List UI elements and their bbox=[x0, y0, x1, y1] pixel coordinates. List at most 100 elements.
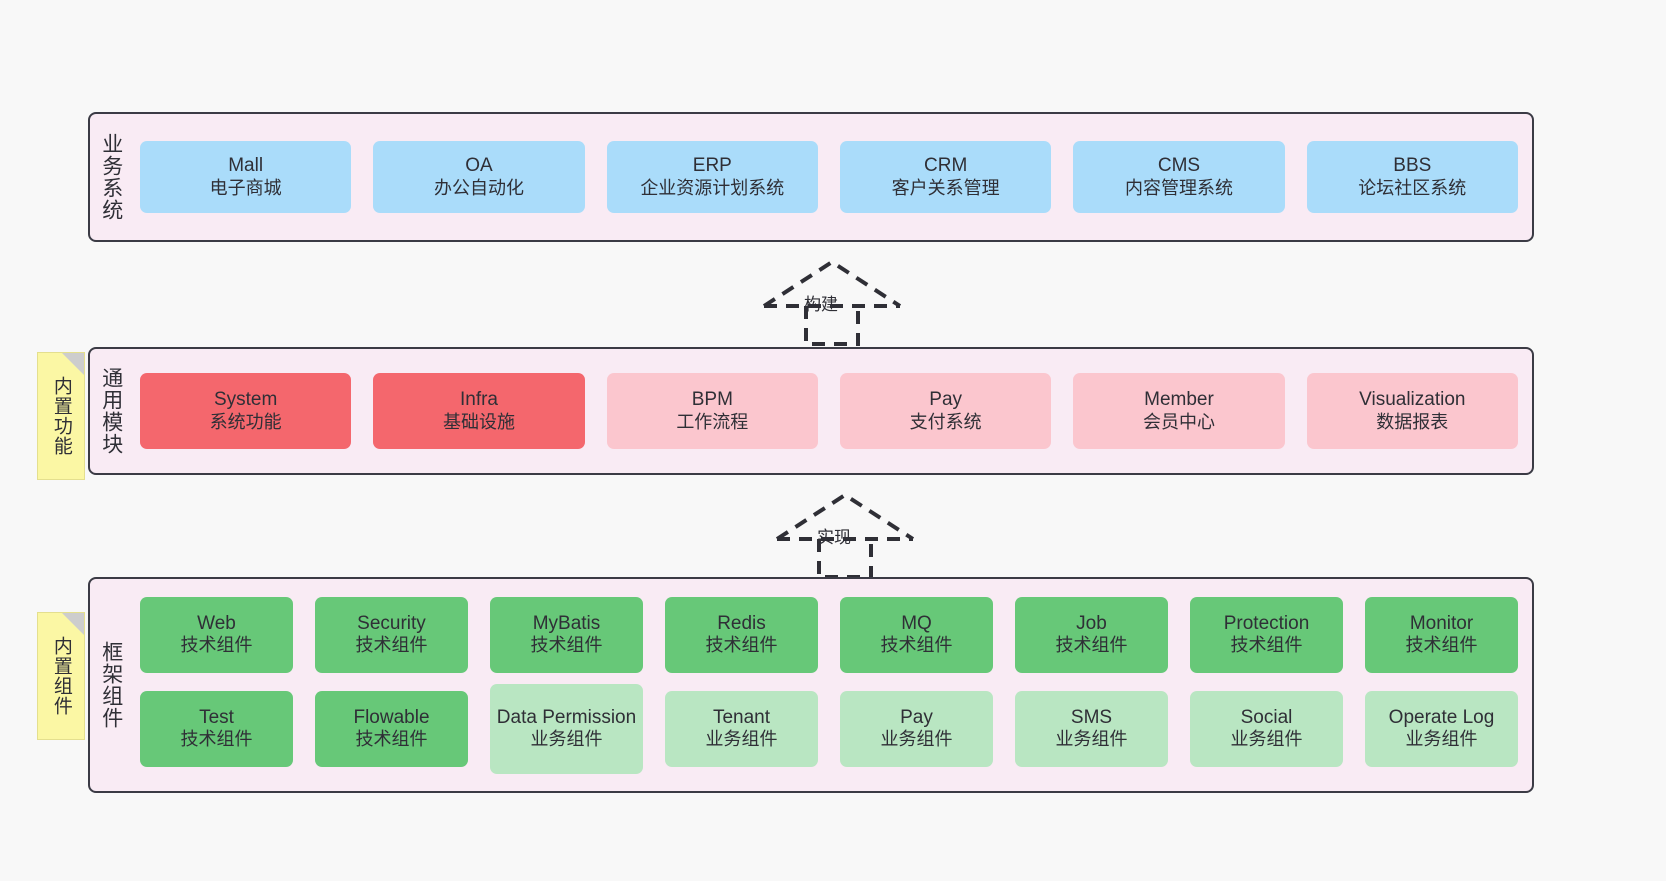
node-bbs[interactable]: BBS 论坛社区系统 bbox=[1306, 141, 1518, 213]
node-title: Monitor bbox=[1409, 612, 1474, 634]
node-subtitle: 工作流程 bbox=[676, 411, 749, 432]
node-title: Pay bbox=[929, 389, 963, 411]
node-sms[interactable]: SMS 业务组件 bbox=[1015, 690, 1168, 767]
node-test[interactable]: Test 技术组件 bbox=[140, 690, 293, 767]
node-title: Social bbox=[1240, 706, 1293, 728]
node-member[interactable]: Member 会员中心 bbox=[1073, 373, 1285, 449]
node-crm[interactable]: CRM 客户关系管理 bbox=[839, 141, 1052, 213]
node-subtitle: 论坛社区系统 bbox=[1358, 177, 1467, 198]
node-tenant[interactable]: Tenant 业务组件 bbox=[665, 690, 818, 767]
node-title: Redis bbox=[717, 612, 766, 634]
node-title: Pay bbox=[900, 706, 933, 728]
node-subtitle: 企业资源计划系统 bbox=[640, 177, 785, 198]
node-subtitle: 技术组件 bbox=[530, 635, 603, 656]
node-subtitle: 内容管理系统 bbox=[1124, 177, 1233, 198]
node-title: BPM bbox=[691, 389, 733, 411]
node-title: Web bbox=[197, 612, 236, 634]
node-subtitle: 技术组件 bbox=[180, 635, 253, 656]
node-mq[interactable]: MQ 技术组件 bbox=[840, 596, 993, 673]
generalization-arrow-icon bbox=[762, 259, 902, 346]
connector-build: 构建 bbox=[758, 258, 906, 346]
sticky-note-text: 内置组件 bbox=[50, 636, 72, 716]
node-subtitle: 业务组件 bbox=[1055, 729, 1128, 750]
row: Test 技术组件 Flowable 技术组件 Data Permission … bbox=[140, 683, 1518, 774]
node-infra[interactable]: Infra 基础设施 bbox=[373, 373, 585, 449]
node-system[interactable]: System 系统功能 bbox=[140, 373, 352, 449]
sticky-note-text: 内置功能 bbox=[50, 376, 72, 456]
node-mall[interactable]: Mall 电子商城 bbox=[140, 141, 352, 213]
node-subtitle: 业务组件 bbox=[1230, 729, 1303, 750]
node-data-permission[interactable]: Data Permission 业务组件 bbox=[490, 683, 643, 774]
node-web[interactable]: Web 技术组件 bbox=[140, 596, 293, 673]
connector-label-build: 构建 bbox=[804, 295, 838, 314]
node-social[interactable]: Social 业务组件 bbox=[1190, 690, 1343, 767]
node-subtitle: 电子商城 bbox=[209, 177, 282, 198]
node-subtitle: 技术组件 bbox=[880, 635, 953, 656]
node-title: Job bbox=[1076, 612, 1107, 634]
layer-common-modules: 通用模块 System 系统功能 Infra 基础设施 BPM 工作流程 Pay… bbox=[88, 347, 1534, 475]
node-title: Visualization bbox=[1359, 389, 1466, 411]
node-title: SMS bbox=[1070, 706, 1113, 728]
node-title: MyBatis bbox=[532, 612, 601, 634]
node-title: Operate Log bbox=[1388, 706, 1495, 728]
node-subtitle: 技术组件 bbox=[1405, 635, 1478, 656]
node-protection[interactable]: Protection 技术组件 bbox=[1190, 596, 1343, 673]
node-pay-component[interactable]: Pay 业务组件 bbox=[840, 690, 993, 767]
node-title: OA bbox=[465, 155, 493, 177]
node-subtitle: 技术组件 bbox=[705, 635, 778, 656]
generalization-arrow-icon bbox=[775, 492, 915, 579]
node-oa[interactable]: OA 办公自动化 bbox=[373, 141, 585, 213]
sticky-note-builtin-features: 内置功能 bbox=[37, 352, 85, 480]
node-erp[interactable]: ERP 企业资源计划系统 bbox=[606, 141, 818, 213]
node-security[interactable]: Security 技术组件 bbox=[315, 596, 468, 673]
node-subtitle: 会员中心 bbox=[1142, 411, 1215, 432]
layer-body-common-modules: System 系统功能 Infra 基础设施 BPM 工作流程 Pay 支付系统… bbox=[132, 349, 1532, 473]
node-monitor[interactable]: Monitor 技术组件 bbox=[1365, 596, 1518, 673]
node-subtitle: 业务组件 bbox=[880, 729, 953, 750]
layer-title-business-systems: 业务系统 bbox=[99, 133, 123, 221]
node-subtitle: 客户关系管理 bbox=[891, 177, 1000, 198]
node-title: Protection bbox=[1223, 612, 1310, 634]
node-title: Infra bbox=[459, 389, 498, 411]
node-subtitle: 支付系统 bbox=[909, 411, 982, 432]
node-subtitle: 业务组件 bbox=[1405, 729, 1478, 750]
layer-title-common-modules: 通用模块 bbox=[99, 367, 123, 455]
node-subtitle: 数据报表 bbox=[1376, 411, 1449, 432]
node-job[interactable]: Job 技术组件 bbox=[1015, 596, 1168, 673]
layer-business-systems: 业务系统 Mall 电子商城 OA 办公自动化 ERP 企业资源计划系统 CRM… bbox=[88, 112, 1534, 242]
node-mybatis[interactable]: MyBatis 技术组件 bbox=[490, 596, 643, 673]
node-title: CRM bbox=[924, 155, 968, 177]
node-title: System bbox=[213, 389, 278, 411]
node-visualization[interactable]: Visualization 数据报表 bbox=[1306, 373, 1518, 449]
node-subtitle: 技术组件 bbox=[355, 635, 428, 656]
sticky-note-builtin-components: 内置组件 bbox=[37, 612, 85, 740]
node-title: Data Permission bbox=[496, 706, 637, 728]
node-pay[interactable]: Pay 支付系统 bbox=[839, 373, 1052, 449]
node-redis[interactable]: Redis 技术组件 bbox=[665, 596, 818, 673]
node-title: Test bbox=[199, 706, 234, 728]
connector-implement: 实现 bbox=[771, 491, 919, 579]
node-title: BBS bbox=[1393, 155, 1432, 177]
node-subtitle: 技术组件 bbox=[1230, 635, 1303, 656]
node-subtitle: 办公自动化 bbox=[433, 177, 524, 198]
node-cms[interactable]: CMS 内容管理系统 bbox=[1073, 141, 1285, 213]
connector-label-implement: 实现 bbox=[817, 528, 851, 547]
row: Mall 电子商城 OA 办公自动化 ERP 企业资源计划系统 CRM 客户关系… bbox=[140, 141, 1518, 213]
layer-title-framework-components: 框架组件 bbox=[99, 641, 123, 729]
node-subtitle: 业务组件 bbox=[530, 729, 603, 750]
layer-body-business-systems: Mall 电子商城 OA 办公自动化 ERP 企业资源计划系统 CRM 客户关系… bbox=[132, 114, 1532, 240]
node-title: Member bbox=[1144, 389, 1214, 411]
node-operate-log[interactable]: Operate Log 业务组件 bbox=[1365, 690, 1518, 767]
node-title: Security bbox=[357, 612, 426, 634]
node-flowable[interactable]: Flowable 技术组件 bbox=[315, 690, 468, 767]
node-subtitle: 系统功能 bbox=[209, 411, 282, 432]
node-title: MQ bbox=[901, 612, 932, 634]
row: Web 技术组件 Security 技术组件 MyBatis 技术组件 Redi… bbox=[140, 596, 1518, 673]
node-title: ERP bbox=[692, 155, 732, 177]
node-subtitle: 技术组件 bbox=[355, 729, 428, 750]
node-bpm[interactable]: BPM 工作流程 bbox=[606, 373, 818, 449]
node-subtitle: 技术组件 bbox=[1055, 635, 1128, 656]
node-subtitle: 基础设施 bbox=[442, 411, 515, 432]
node-title: Tenant bbox=[712, 706, 771, 728]
